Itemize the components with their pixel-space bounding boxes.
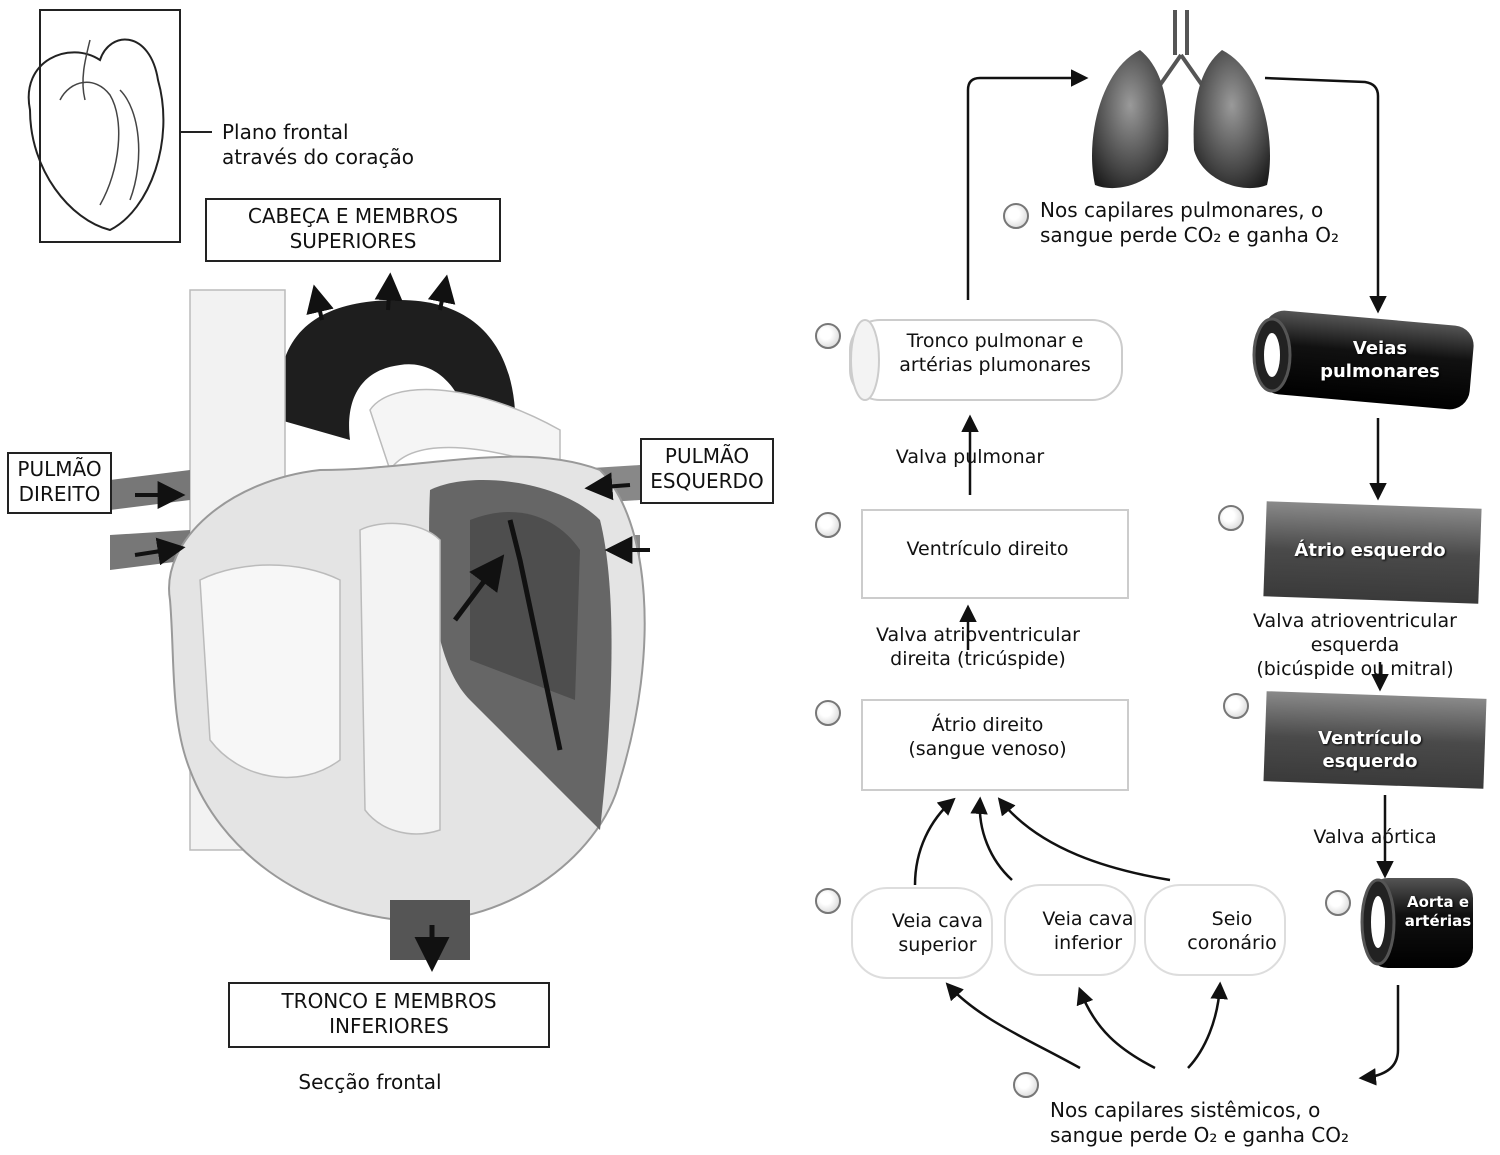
systemic-capillaries-label: Nos capilares sistêmicos, o sangue perde…: [1050, 1098, 1380, 1148]
section-caption: Secção frontal: [270, 1070, 470, 1095]
small-heart-illustration: [29, 10, 212, 242]
head-box: CABEÇA E MEMBROS SUPERIORES: [205, 198, 501, 262]
left-atrium-label: Átrio esquerdo: [1285, 540, 1455, 563]
pulmonary-trunk-label: Tronco pulmonar e artérias plumonares: [880, 330, 1110, 378]
step-marker: [815, 323, 841, 349]
aortic-valve-label: Valva aórtica: [1305, 826, 1445, 850]
right-lung-box: PULMÃO DIREITO: [7, 452, 112, 514]
lungs-illustration: [1092, 10, 1270, 188]
aorta-label: Aorta e artérias: [1398, 893, 1478, 931]
small-heart-caption: Plano frontal através do coração: [222, 120, 422, 170]
step-marker: [815, 700, 841, 726]
pulmonary-veins-label: Veias pulmonares: [1300, 338, 1460, 383]
step-marker: [815, 512, 841, 538]
left-lung-box: PULMÃO ESQUERDO: [640, 438, 774, 504]
pulmonary-capillaries-label: Nos capilares pulmonares, o sangue perde…: [1040, 198, 1360, 248]
step-marker: [1325, 890, 1351, 916]
mitral-valve-label: Valva atrioventricular esquerda (bicúspi…: [1220, 610, 1490, 681]
trunk-box: TRONCO E MEMBROS INFERIORES: [228, 982, 550, 1048]
left-ventricle-label: Ventrículo esquerdo: [1280, 728, 1460, 773]
step-marker: [1003, 203, 1029, 229]
step-marker: [1013, 1072, 1039, 1098]
heart-section-illustration: [110, 278, 650, 965]
right-ventricle-label: Ventrículo direito: [880, 538, 1095, 562]
coronary-sinus-label: Seio coronário: [1162, 908, 1302, 956]
inf-vena-cava-label: Veia cava inferior: [1018, 908, 1158, 956]
sup-vena-cava-label: Veia cava superior: [865, 910, 1010, 958]
step-marker: [1223, 693, 1249, 719]
tricuspid-valve-label: Valva atrioventricular direita (tricúspi…: [858, 624, 1098, 672]
step-marker: [1218, 505, 1244, 531]
step-marker: [815, 888, 841, 914]
pulmonary-valve-label: Valva pulmonar: [880, 446, 1060, 470]
right-atrium-label: Átrio direito (sangue venoso): [880, 714, 1095, 762]
